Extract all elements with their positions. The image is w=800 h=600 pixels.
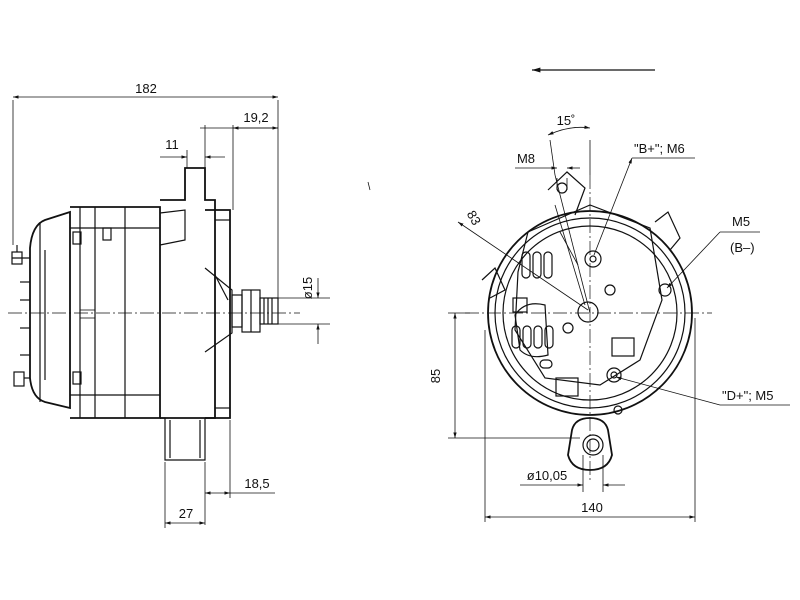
dim-flange-label: 18,5 xyxy=(244,476,269,491)
dimension-19-2: 19,2 xyxy=(200,110,278,210)
dim-hole-label: ø10,05 xyxy=(527,468,567,483)
dim-length-label: 182 xyxy=(135,81,157,96)
dimension-18-5: 18,5 xyxy=(204,420,275,525)
dimension-182: 182 xyxy=(12,81,279,300)
dimension-140: 140 xyxy=(484,318,696,522)
alternator-front-body xyxy=(481,171,693,471)
dimension-85: 85 xyxy=(428,312,580,439)
terminal-m5-label: M5 xyxy=(732,214,750,229)
label-b-plus: "B+"; M6 xyxy=(593,141,695,256)
stray-mark xyxy=(367,181,371,191)
front-view: 15˚ M8 83 "B+"; M6 M5 (B–) xyxy=(428,67,790,522)
side-view: 182 19,2 11 ø15 18,5 xyxy=(8,81,371,528)
dim-shaft-label: 11 xyxy=(165,137,179,152)
dimension-27: 27 xyxy=(164,462,205,528)
terminal-d-plus-label: "D+"; M5 xyxy=(722,388,774,403)
terminal-b-plus-label: "B+"; M6 xyxy=(634,141,685,156)
dimension-m8: M8 xyxy=(515,151,580,190)
label-m5-b-minus: M5 (B–) xyxy=(666,214,760,289)
dimension-diameter-15: ø15 xyxy=(268,277,330,344)
terminal-b-minus-label: (B–) xyxy=(730,240,755,255)
alternator-side-body xyxy=(8,167,300,461)
dim-width-label: 140 xyxy=(581,500,603,515)
dim-mount-label: 27 xyxy=(179,506,193,521)
label-d-plus: "D+"; M5 xyxy=(615,376,790,406)
dimension-11: 11 xyxy=(160,125,225,168)
dim-bolt-label: M8 xyxy=(517,151,535,166)
dim-radius-label: 83 xyxy=(464,208,484,228)
dim-angle-label: 15˚ xyxy=(557,113,576,128)
dimension-radius-83: 83 xyxy=(457,208,589,311)
dim-diameter-label: ø15 xyxy=(300,277,315,299)
dimension-angle-15: 15˚ xyxy=(547,113,591,314)
dim-height-label: 85 xyxy=(428,369,443,383)
dimension-hole-diameter: ø10,05 xyxy=(520,455,625,492)
dim-terminal-label: 19,2 xyxy=(243,110,268,125)
